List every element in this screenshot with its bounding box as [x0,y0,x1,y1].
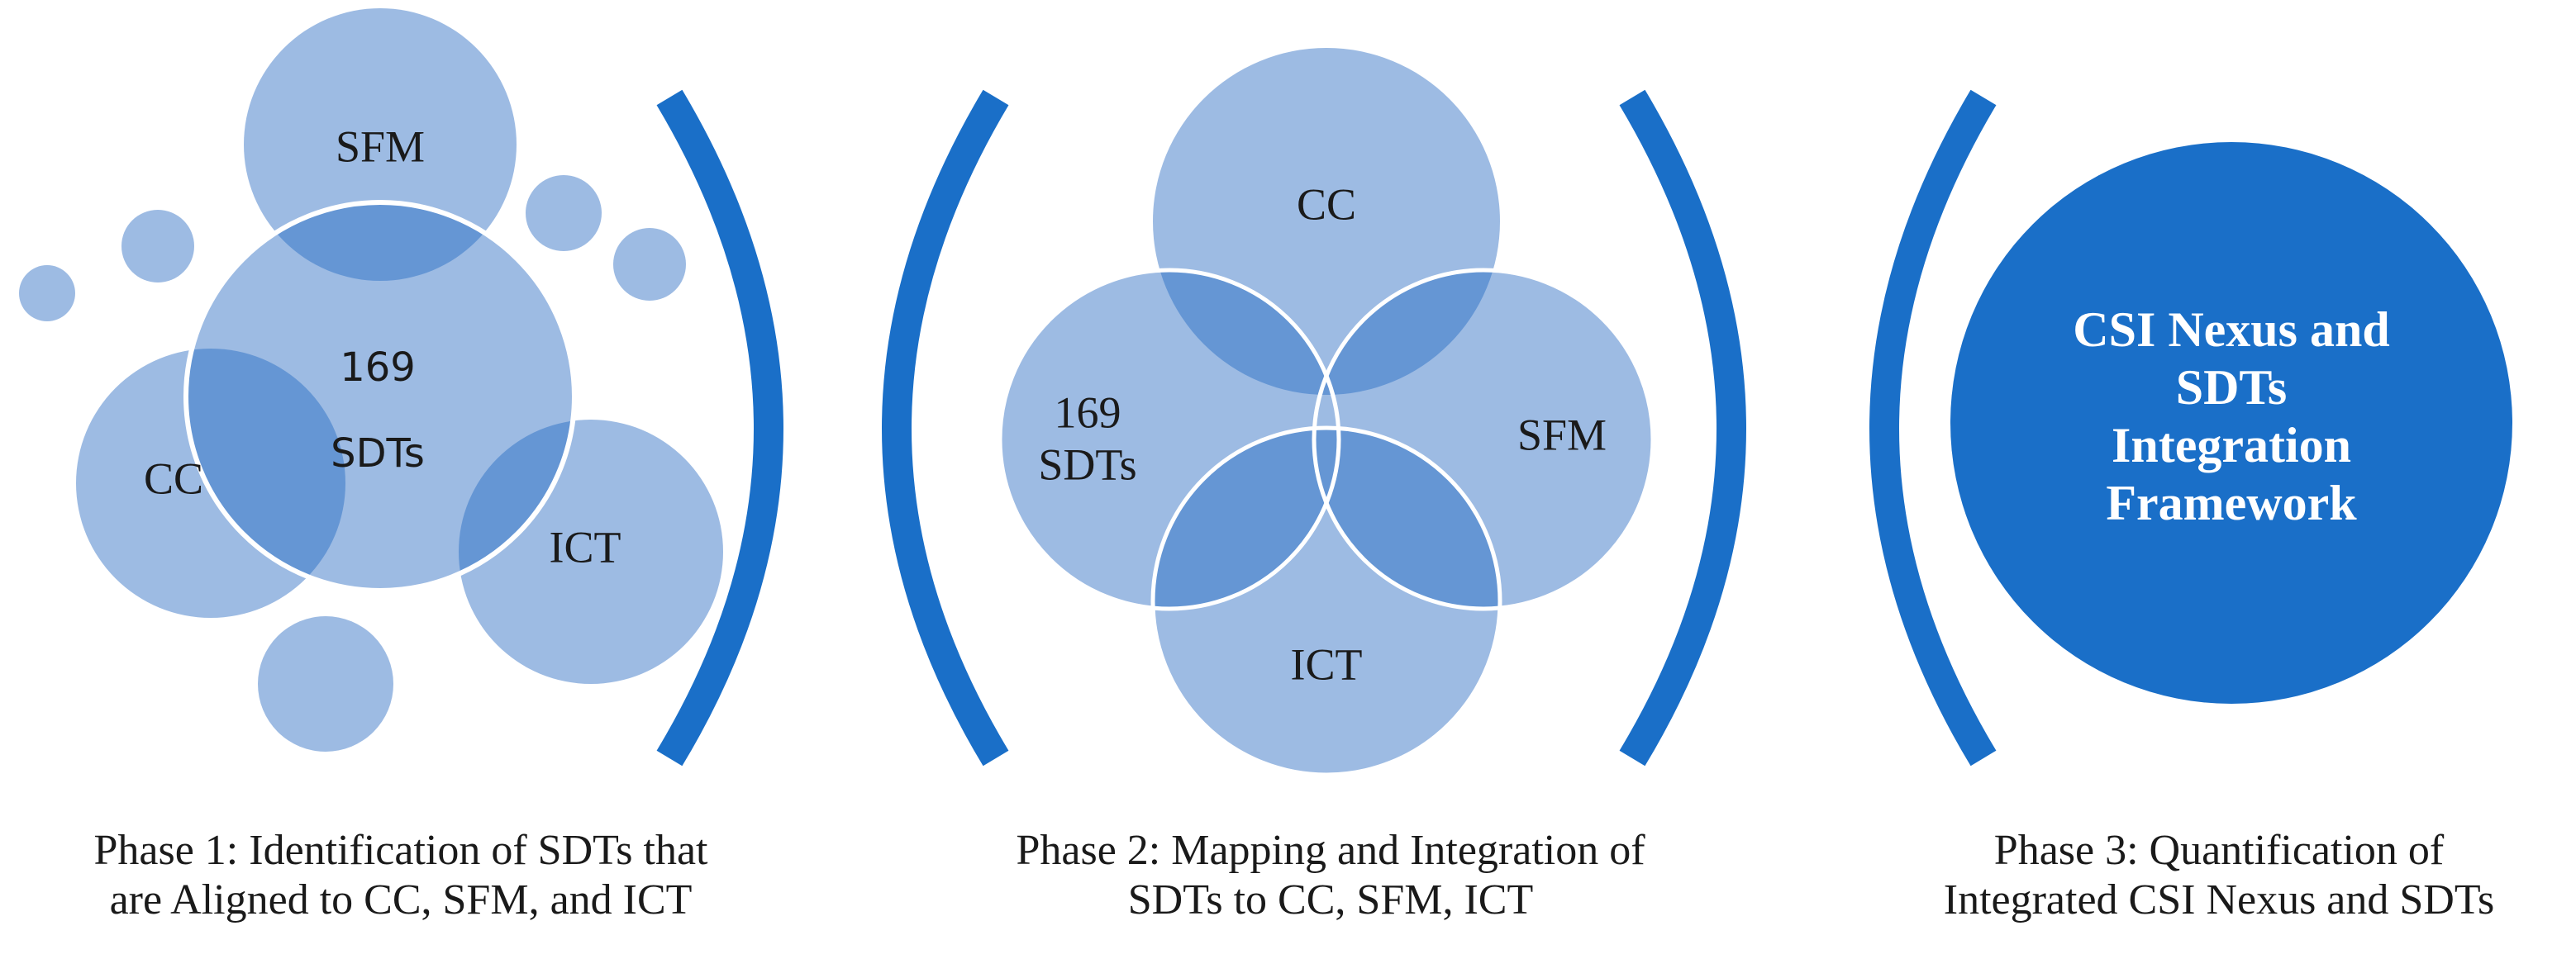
phase3-label-line2: SDTs [2176,360,2288,415]
phase1-small-bubble [613,228,686,301]
phase2-sdts-outline [998,268,1341,611]
phase2-opening-bracket [882,89,1009,767]
phase3-label-line1: CSI Nexus and [2073,302,2389,357]
phase3-caption-line2: Integrated CSI Nexus and SDTs [1943,876,2495,923]
phase2-sdts-label-line2: SDTs [1038,439,1136,489]
phase1-caption-line2: are Aligned to CC, SFM, and ICT [109,876,693,923]
phase3-label-line3: Integration [2112,418,2351,472]
phase3-framework-circle [1950,142,2512,704]
phase2-caption-line1: Phase 2: Mapping and Integration of [1016,827,1645,874]
phase3-caption: Phase 3: Quantification of Integrated CS… [1868,826,2570,925]
phase3-diagram: CSI Nexus and SDTs Integration Framework [1950,142,2512,704]
phase1-ict-label: ICT [550,522,621,572]
phase2-ict-outline [1150,425,1502,777]
phase2-caption-line2: SDTs to CC, SFM, ICT [1127,876,1534,923]
phase2-caption: Phase 2: Mapping and Integration of SDTs… [917,826,1744,925]
phase1-caption-line1: Phase 1: Identification of SDTs that [93,827,708,874]
phase1-sdts-label-line2: SDTs [331,430,425,477]
phase1-caption: Phase 1: Identification of SDTs that are… [0,826,802,925]
phase1-cc-label: CC [144,453,203,503]
phase1-small-bubble [258,616,393,752]
phase3-label-line4: Framework [2106,476,2357,530]
phase3-caption-line1: Phase 3: Quantification of [1993,827,2445,874]
phase1-small-bubble [526,175,602,251]
phase2-ict-label: ICT [1291,639,1363,689]
phase2-cc-overlaps [1153,270,1500,395]
phase2-sfm-outline [1312,268,1655,611]
phase2-sfm-label: SFM [1517,410,1607,459]
phase1-sfm-label: SFM [336,121,425,171]
phase1-sdts-outline [183,200,577,593]
phase1-small-bubble [121,210,194,282]
phase2-closing-bracket [1619,89,1746,767]
phase1-closing-bracket [656,89,783,767]
phase1-diagram: SFM 169 SDTs CC ICT [19,8,723,752]
phase2-diagram: CC 169 SDTs SFM ICT [998,48,1655,777]
phase1-sdts-label-line1: 169 [340,344,416,391]
phase2-cc-label: CC [1297,179,1356,229]
phase2-sdts-label-line1: 169 [1055,387,1121,437]
phase3-opening-bracket [1869,89,1997,767]
phase1-small-bubble [19,265,75,321]
